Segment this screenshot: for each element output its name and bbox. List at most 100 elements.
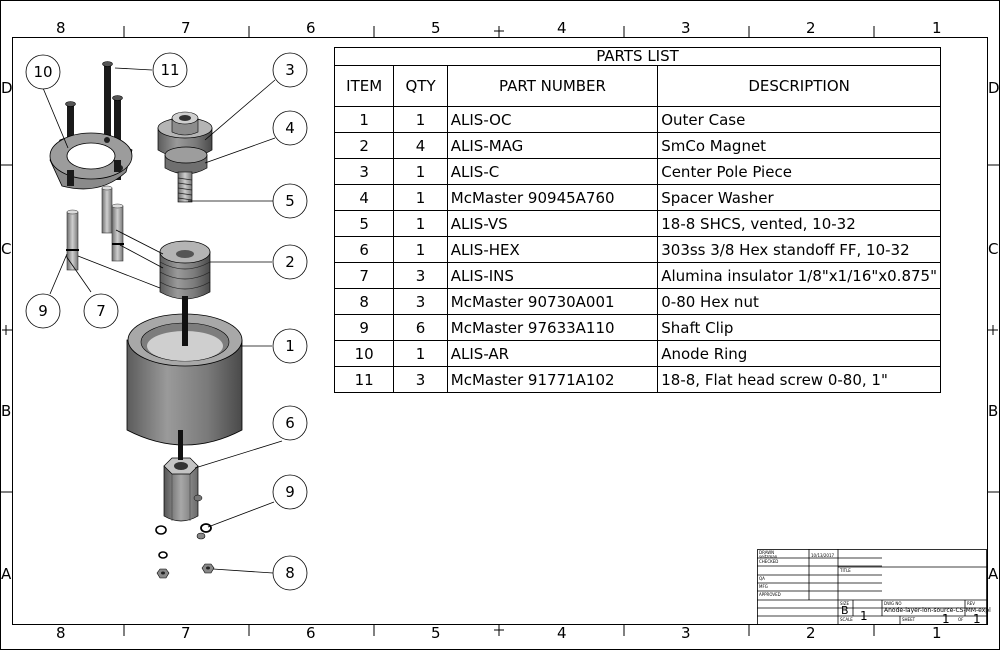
callout-6: 6: [285, 414, 295, 432]
tb-dwg-label: DWG NO: [884, 601, 902, 606]
cell-part: ALIS-INS: [446, 262, 659, 289]
parts-list-title-row: PARTS LIST: [334, 47, 941, 66]
cell-qty: 6: [393, 314, 448, 341]
parts-list-title: PARTS LIST: [334, 47, 941, 66]
cell-part: ALIS-AR: [446, 340, 659, 367]
cell-desc: Center Pole Piece: [657, 158, 941, 185]
cell-qty: 1: [393, 236, 448, 263]
zone-left-c: C: [1, 240, 12, 258]
header-description: DESCRIPTION: [657, 65, 941, 107]
cell-qty: 1: [393, 184, 448, 211]
callout-2: 2: [285, 253, 295, 271]
cell-part: ALIS-VS: [446, 210, 659, 237]
header-item: ITEM: [333, 65, 395, 107]
cell-part: McMaster 91771A102: [446, 366, 659, 393]
cell-item: 7: [333, 262, 395, 289]
cell-part: ALIS-OC: [446, 106, 659, 133]
zone-ticks: [0, 26, 1000, 636]
cell-item: 3: [333, 158, 395, 185]
callout-5: 5: [285, 192, 295, 210]
cell-item: 10: [333, 340, 395, 367]
cell-desc: Spacer Washer: [657, 184, 941, 211]
zone-bottom-4: 4: [557, 624, 567, 642]
zone-bottom-8: 8: [56, 624, 66, 642]
cell-part: ALIS-MAG: [446, 132, 659, 159]
cell-qty: 1: [393, 158, 448, 185]
cell-item: 11: [333, 366, 395, 393]
callout-8: 8: [285, 564, 295, 582]
cell-item: 5: [333, 210, 395, 237]
cell-desc: 18-8 SHCS, vented, 10-32: [657, 210, 941, 237]
cell-desc: Shaft Clip: [657, 314, 941, 341]
cell-qty: 3: [393, 262, 448, 289]
magnet-stack: [159, 240, 211, 300]
cell-part: McMaster 90730A001: [446, 288, 659, 315]
cell-qty: 1: [393, 210, 448, 237]
tb-scale-label: SCALE: [840, 617, 853, 622]
anode-ring: [49, 132, 133, 190]
zone-top-6: 6: [306, 19, 316, 37]
cell-qty: 4: [393, 132, 448, 159]
cell-item: 4: [333, 184, 395, 211]
callout-4: 4: [285, 119, 295, 137]
zone-left-a: A: [1, 565, 12, 583]
tb-dwg-no: Anode-layer-ion-source-CS-MM-expl: [884, 607, 991, 614]
cell-item: 6: [333, 236, 395, 263]
callout-11: 11: [160, 61, 179, 79]
cell-desc: 0-80 Hex nut: [657, 288, 941, 315]
tb-size-label: SIZE: [840, 601, 849, 606]
cell-desc: 303ss 3/8 Hex standoff FF, 10-32: [657, 236, 941, 263]
zone-top-5: 5: [431, 19, 441, 37]
tb-of: 1: [973, 612, 981, 626]
tb-sheet-label: SHEET: [902, 617, 916, 622]
cell-item: 8: [333, 288, 395, 315]
cell-desc: Alumina insulator 1/8"x1/16"x0.875": [657, 262, 941, 289]
zone-bottom-2: 2: [806, 624, 816, 642]
parts-list-table: PARTS LIST ITEM QTY PART NUMBER DESCRIPT…: [333, 47, 941, 393]
zone-bottom-7: 7: [181, 624, 191, 642]
center-pole-assembly: [157, 111, 213, 203]
leader-lines: [42, 67, 283, 574]
zone-right-d: D: [988, 79, 1000, 97]
zone-bottom-5: 5: [431, 624, 441, 642]
tb-drawn-label: DRAWN: [759, 550, 775, 555]
tb-checked-label: CHECKED: [759, 559, 779, 564]
cell-item: 9: [333, 314, 395, 341]
callout-numbers: 10 11 3 4 5 2 9 7 1 6 9 8: [33, 61, 294, 582]
tb-mfg-label: MFG: [759, 584, 768, 589]
callout-10: 10: [33, 63, 52, 81]
tb-size: B: [841, 604, 849, 617]
cell-part: McMaster 90945A760: [446, 184, 659, 211]
cell-qty: 3: [393, 366, 448, 393]
cell-qty: 3: [393, 288, 448, 315]
zone-top-1: 1: [932, 19, 942, 37]
callout-7: 7: [96, 302, 106, 320]
zone-left-b: B: [1, 402, 12, 420]
tb-title-label: TITLE: [840, 568, 851, 573]
zone-top-8: 8: [56, 19, 66, 37]
cell-part: ALIS-C: [446, 158, 659, 185]
zone-bottom-3: 3: [681, 624, 691, 642]
zone-right-b: B: [988, 402, 999, 420]
header-part-number: PART NUMBER: [446, 65, 659, 107]
zone-bottom-1: 1: [932, 624, 942, 642]
cell-qty: 1: [393, 106, 448, 133]
zone-top-4: 4: [557, 19, 567, 37]
callout-9b: 9: [285, 483, 295, 501]
callout-circles: [25, 52, 308, 591]
callout-3: 3: [285, 61, 295, 79]
title-block-lines: [757, 549, 987, 625]
zone-top-7: 7: [181, 19, 191, 37]
header-qty: QTY: [393, 65, 448, 107]
tb-drawn-date: 10/13/2017: [811, 553, 835, 558]
zone-top-2: 2: [806, 19, 816, 37]
tb-sheet: 1: [942, 612, 950, 626]
clips-and-nuts: [155, 494, 215, 579]
cell-desc: Anode Ring: [657, 340, 941, 367]
